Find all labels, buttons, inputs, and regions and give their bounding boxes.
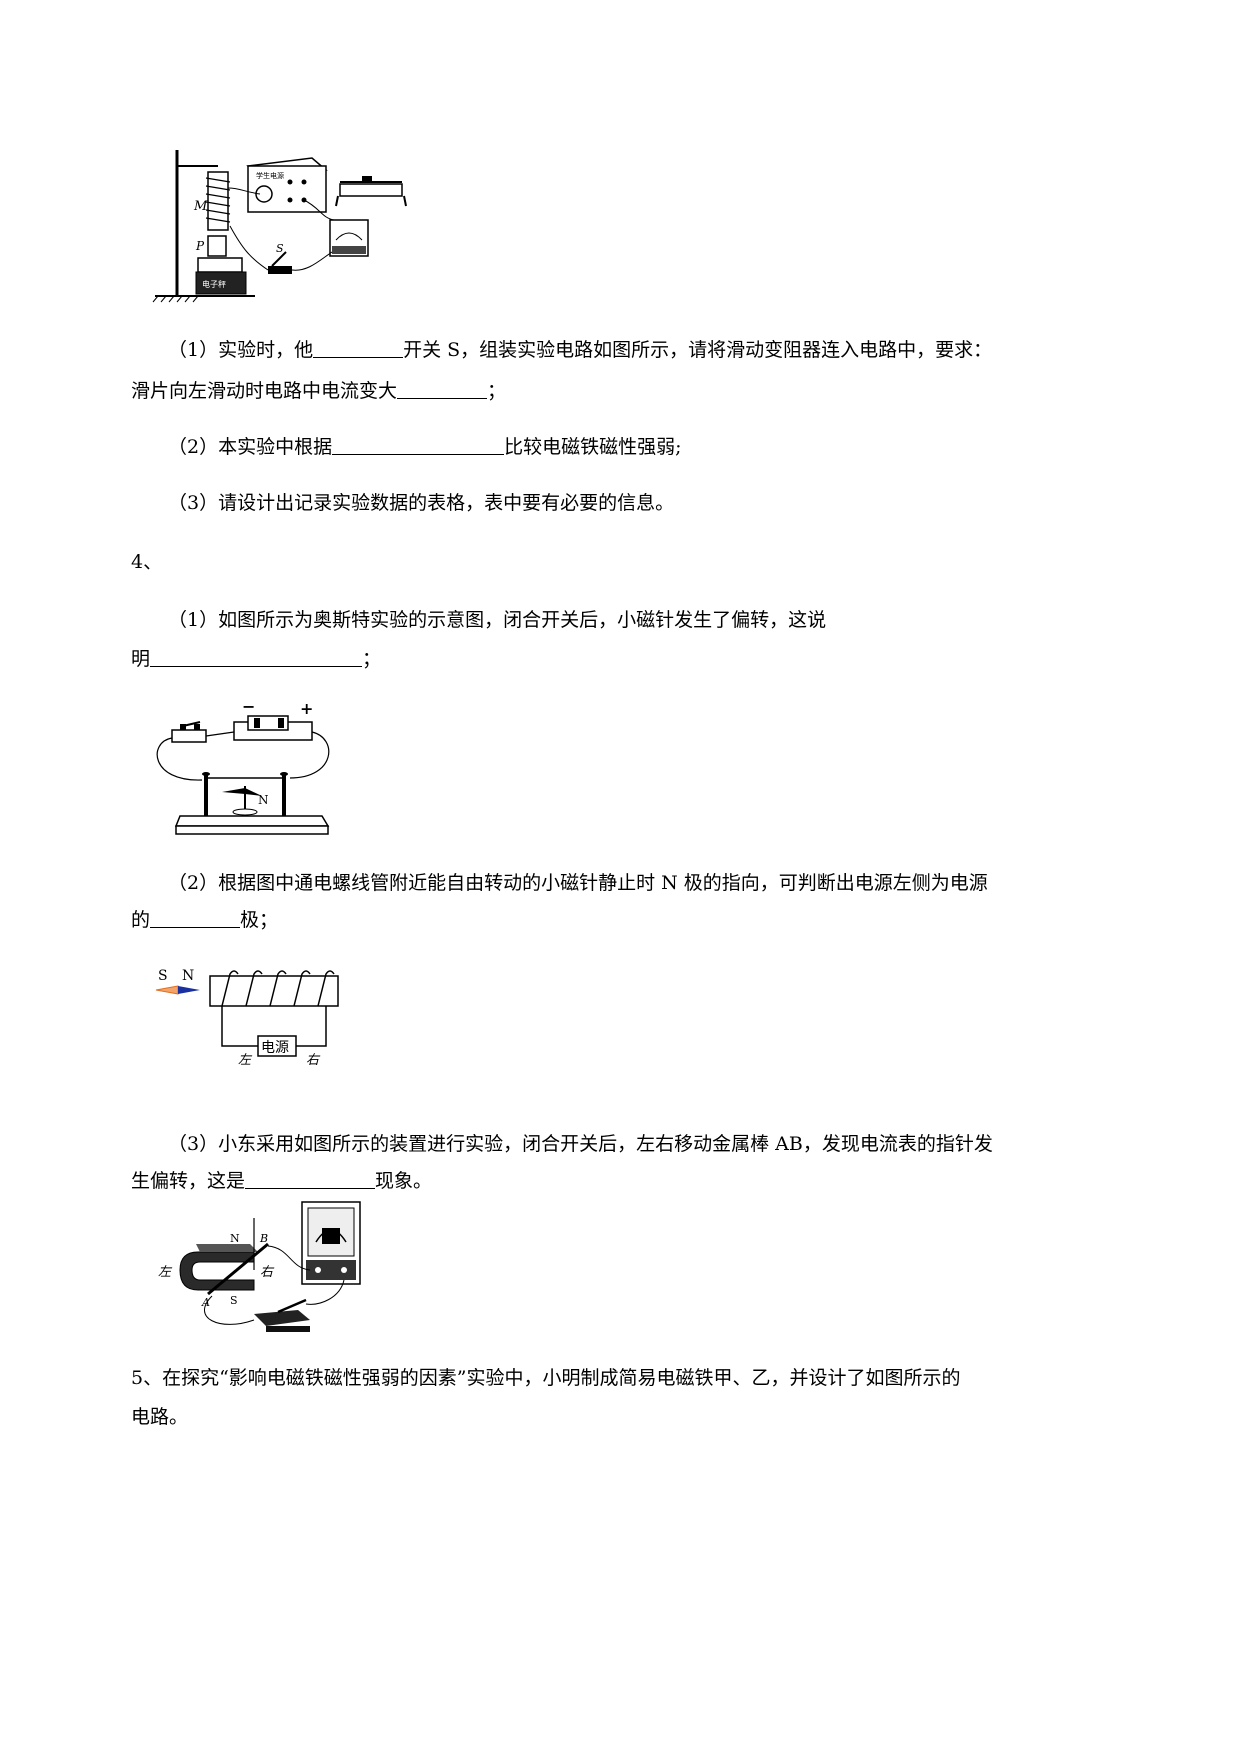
q3-part2-text-a: （2）本实验中根据 [168, 436, 333, 458]
magnet-s-label: S [230, 1294, 238, 1307]
q4-part2-text: （2）根据图中通电螺线管附近能自由转动的小磁针静止时 N 极的指向，可判断出电源… [168, 872, 988, 894]
q3-part1-text-b: 开关 S，组装实验电路如图所示，请将滑动变阻器连入电路中，要求： [403, 339, 993, 361]
q4-part1-text-a: 明 [131, 648, 151, 670]
q3-part1-line2: 滑片向左滑动时电路中电流变大 ； [131, 378, 506, 404]
q3-part1-blank2 [397, 378, 488, 399]
q3-part1-text-d: ； [487, 380, 507, 402]
q3-part1-text-a: （1）实验时，他 [168, 339, 314, 361]
q3-part1-blank1 [313, 337, 404, 358]
induction-right-label: 右 [260, 1265, 275, 1280]
label-p: P [195, 239, 205, 253]
solenoid-figure: S N 电源 左 右 [155, 968, 339, 1068]
scale-label: 电子秤 [202, 279, 226, 289]
needle-n-label: N [258, 793, 269, 807]
compass-s-label: S [158, 968, 168, 984]
battery-plus-label: + [300, 699, 313, 718]
q3-part1-line1: （1）实验时，他 开关 S，组装实验电路如图所示，请将滑动变阻器连入电路中，要求： [168, 337, 992, 363]
label-m: M [193, 199, 208, 214]
compass-n-label: N [182, 968, 194, 984]
q3-part2-text-b: 比较电磁铁磁性强弱; [504, 436, 682, 458]
induction-left-label: 左 [158, 1265, 173, 1280]
q4-part3-text: （3）小东采用如图所示的装置进行实验，闭合开关后，左右移动金属棒 AB，发现电流… [168, 1133, 993, 1155]
q4-part1-text-b: ； [362, 648, 382, 670]
q5-text-line1: 5、在探究“影响电磁铁磁性强弱的因素”实验中，小明制成简易电磁铁甲、乙，并设计了… [131, 1367, 961, 1389]
q4-part2-line1: （2）根据图中通电螺线管附近能自由转动的小磁针静止时 N 极的指向，可判断出电源… [168, 870, 988, 896]
q4-part3-blank [245, 1168, 376, 1189]
q4-part1-line1: （1）如图所示为奥斯特实验的示意图，闭合开关后，小磁针发生了偏转，这说 [168, 607, 826, 633]
power-source-label: 电源 [261, 1040, 289, 1056]
power-label: 学生电源 [256, 171, 284, 180]
q4-part2-text-a: 的 [131, 909, 151, 931]
q4-part3-text-b: 现象。 [375, 1170, 433, 1192]
oersted-experiment-figure: − + N [156, 698, 330, 835]
label-s: S [276, 242, 284, 255]
q4-part2-text-b: 极； [240, 909, 279, 931]
q5-text-line2: 电路。 [131, 1406, 189, 1428]
q5-line2: 电路。 [131, 1404, 188, 1430]
magnet-n-label: N [230, 1232, 240, 1245]
q3-part3: （3）请设计出记录实验数据的表格，表中要有必要的信息。 [168, 490, 674, 516]
battery-minus-label: − [242, 698, 255, 716]
induction-figure: 左 右 N S A B [158, 1201, 361, 1332]
q4-part1-line2: 明； [131, 646, 381, 672]
q4-part2-blank [150, 907, 241, 928]
q4-number: 4、 [131, 549, 162, 575]
q4-part1-blank [150, 646, 363, 667]
q5-line1: 5、在探究“影响电磁铁磁性强弱的因素”实验中，小明制成简易电磁铁甲、乙，并设计了… [131, 1365, 961, 1391]
q3-part2-blank [332, 434, 505, 455]
q4-number-text: 4、 [131, 551, 163, 573]
rod-a-label: A [201, 1296, 210, 1309]
q3-part1-text-c: 滑片向左滑动时电路中电流变大 [131, 380, 398, 402]
electromagnet-setup-figure: M P 电子秤 学生电源 S [152, 150, 407, 303]
q4-part2-line2: 的 极； [131, 907, 278, 933]
q3-part3-text: （3）请设计出记录实验数据的表格，表中要有必要的信息。 [168, 492, 675, 514]
rod-b-label: B [259, 1232, 268, 1245]
q4-part3-line2: 生偏转，这是 现象。 [131, 1168, 432, 1194]
right-label: 右 [306, 1053, 321, 1068]
left-label: 左 [238, 1053, 253, 1068]
q4-part3-line1: （3）小东采用如图所示的装置进行实验，闭合开关后，左右移动金属棒 AB，发现电流… [168, 1131, 993, 1157]
q4-part1-text: （1）如图所示为奥斯特实验的示意图，闭合开关后，小磁针发生了偏转，这说 [168, 609, 827, 631]
q4-part3-text-a: 生偏转，这是 [131, 1170, 246, 1192]
q3-part2: （2）本实验中根据 比较电磁铁磁性强弱; [168, 434, 682, 460]
